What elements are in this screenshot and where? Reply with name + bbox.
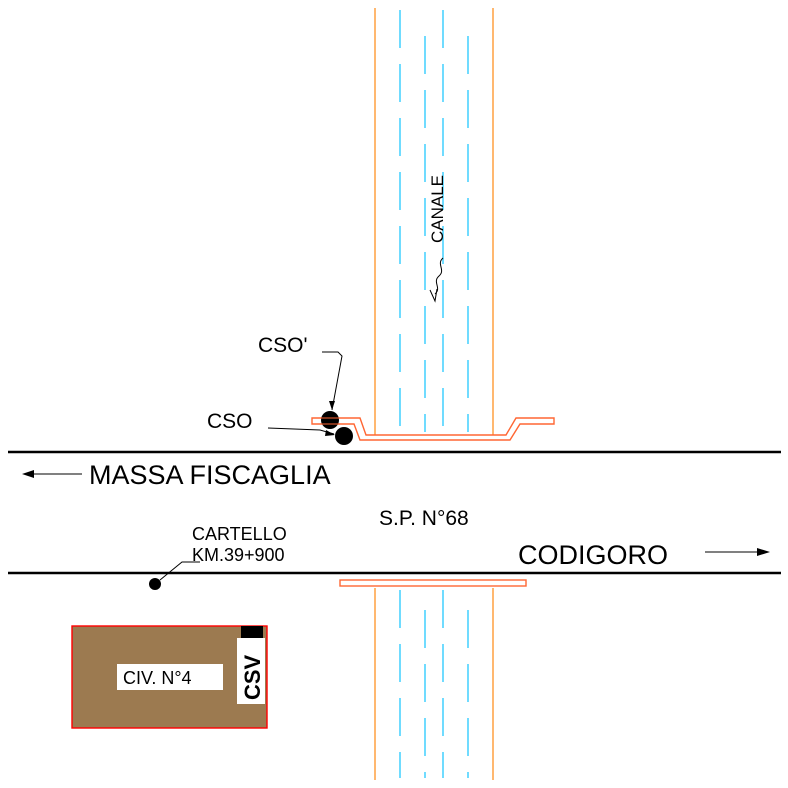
- cso-manhole-icon: [335, 427, 353, 445]
- csv-box-label-background: [237, 638, 265, 704]
- road-id-label: S.P. N°68: [379, 507, 469, 530]
- sign-marker-icon: [149, 578, 161, 590]
- canal-water: [399, 10, 469, 778]
- cso-leader: [267, 427, 335, 435]
- csv-label: CSV: [240, 654, 265, 700]
- south-pipe: [339, 579, 527, 587]
- building-label: CIV. N°4: [123, 668, 192, 688]
- flow-arrow-head-icon: [429, 288, 438, 303]
- road-east-label: CODIGORO: [518, 540, 668, 570]
- sign-label-line2: KM.39+900: [192, 545, 285, 565]
- csv-meter-icon: [241, 626, 263, 638]
- canal-label: CANALE: [428, 175, 447, 243]
- cso-prime-manhole-icon: [321, 411, 339, 429]
- west-arrow-head-icon: [22, 470, 34, 478]
- building-label-background: [117, 664, 223, 690]
- road-west-label: MASSA FISCAGLIA: [89, 460, 331, 490]
- canal-banks: [374, 8, 494, 780]
- cso-prime-label: CSO': [258, 334, 308, 357]
- cso-prime-leader: [322, 351, 343, 411]
- sign-label-line1: CARTELLO: [192, 524, 287, 544]
- flow-arrow-icon: [434, 257, 444, 295]
- cso-label: CSO: [207, 410, 253, 433]
- cso-prime-leader-arrow-icon: [329, 401, 335, 410]
- east-arrow-head-icon: [757, 548, 770, 556]
- sign-leader: [159, 561, 200, 581]
- cso-leader-arrow-icon: [325, 430, 335, 436]
